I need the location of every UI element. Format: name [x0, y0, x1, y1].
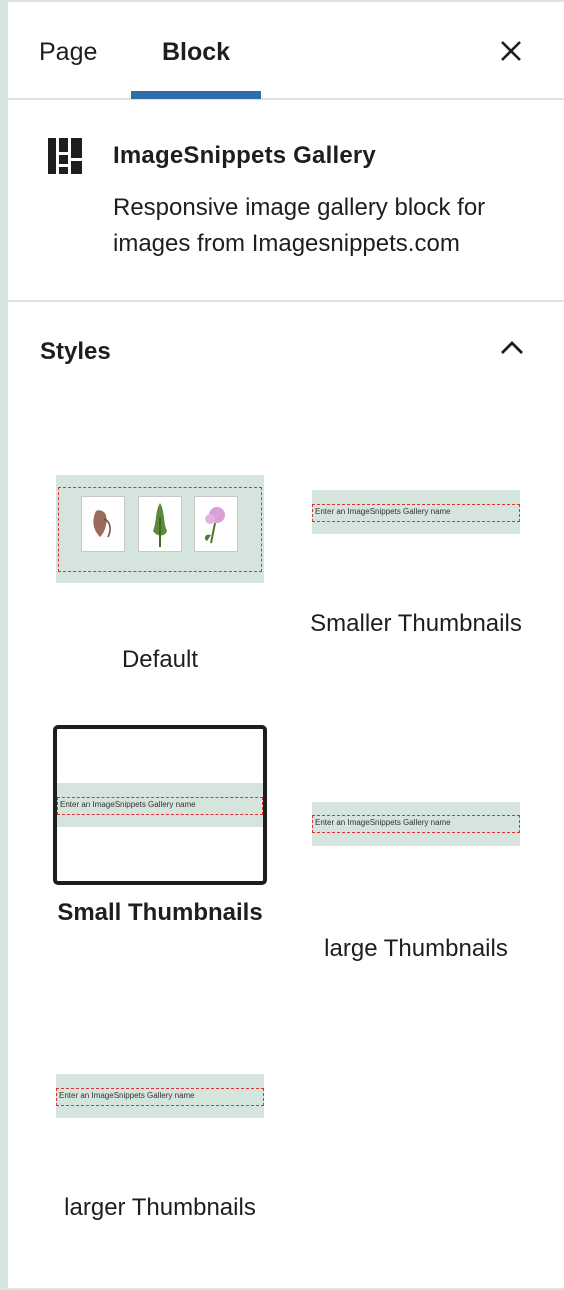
block-title: ImageSnippets Gallery	[113, 142, 376, 169]
style-option-smaller-thumbnails[interactable]: Enter an ImageSnippets Gallery name Smal…	[309, 450, 523, 680]
chevron-up-icon	[501, 341, 523, 354]
style-preview-selected: Enter an ImageSnippets Gallery name	[53, 725, 267, 885]
collapse-styles-button[interactable]	[498, 337, 526, 359]
style-label: Default	[121, 646, 199, 673]
preview-gallery-name-input: Enter an ImageSnippets Gallery name	[57, 797, 263, 815]
style-label: Smaller Thumbnails	[310, 610, 522, 637]
sidebar-tabs: Page Block	[8, 2, 564, 100]
tab-page[interactable]: Page	[39, 38, 98, 66]
close-sidebar-button[interactable]	[495, 35, 527, 67]
style-label: Small Thumbnails	[57, 899, 263, 926]
style-option-large-thumbnails[interactable]: Enter an ImageSnippets Gallery name larg…	[309, 725, 523, 965]
preview-background	[57, 783, 263, 827]
preview-background	[56, 1074, 264, 1118]
preview-background	[312, 802, 520, 846]
close-icon	[501, 41, 521, 61]
preview-gallery-name-input: Enter an ImageSnippets Gallery name	[312, 815, 520, 833]
style-option-small-thumbnails[interactable]: Enter an ImageSnippets Gallery name Smal…	[53, 725, 267, 965]
top-divider	[8, 0, 564, 2]
leaf-image-icon	[93, 510, 111, 538]
block-type-icon	[48, 138, 82, 174]
preview-thumbnail	[138, 496, 182, 552]
preview-gallery-frame	[58, 487, 262, 572]
style-option-larger-thumbnails[interactable]: Enter an ImageSnippets Gallery name larg…	[53, 1012, 267, 1262]
preview-gallery-name-input: Enter an ImageSnippets Gallery name	[56, 1088, 264, 1106]
style-preview	[53, 450, 267, 608]
block-description: Responsive image gallery block for image…	[113, 194, 486, 257]
tab-block[interactable]: Block	[162, 38, 231, 66]
preview-gallery-name-input: Enter an ImageSnippets Gallery name	[312, 504, 520, 522]
styles-panel-header[interactable]: Styles	[8, 302, 564, 402]
bottom-divider	[8, 1288, 564, 1290]
plant-image-icon	[153, 503, 167, 547]
preview-thumbnail	[81, 496, 125, 552]
style-option-default[interactable]: Default	[53, 450, 267, 680]
flower-image-icon	[204, 507, 225, 544]
preview-thumbnail	[194, 496, 238, 552]
style-preview: Enter an ImageSnippets Gallery name	[53, 1012, 267, 1170]
style-preview: Enter an ImageSnippets Gallery name	[309, 725, 523, 883]
styles-panel-title: Styles	[40, 338, 111, 365]
active-tab-indicator	[131, 91, 261, 99]
gallery-grid-icon	[48, 138, 82, 174]
preview-background	[312, 490, 520, 534]
style-label: larger Thumbnails	[64, 1194, 256, 1221]
style-preview: Enter an ImageSnippets Gallery name	[309, 450, 523, 608]
editor-edge-strip	[0, 0, 8, 1290]
block-settings-sidebar: Page Block ImageSnippets Gallery Respons…	[8, 2, 564, 1288]
style-label: large Thumbnails	[324, 935, 508, 962]
block-card: ImageSnippets Gallery Responsive image g…	[8, 100, 564, 302]
